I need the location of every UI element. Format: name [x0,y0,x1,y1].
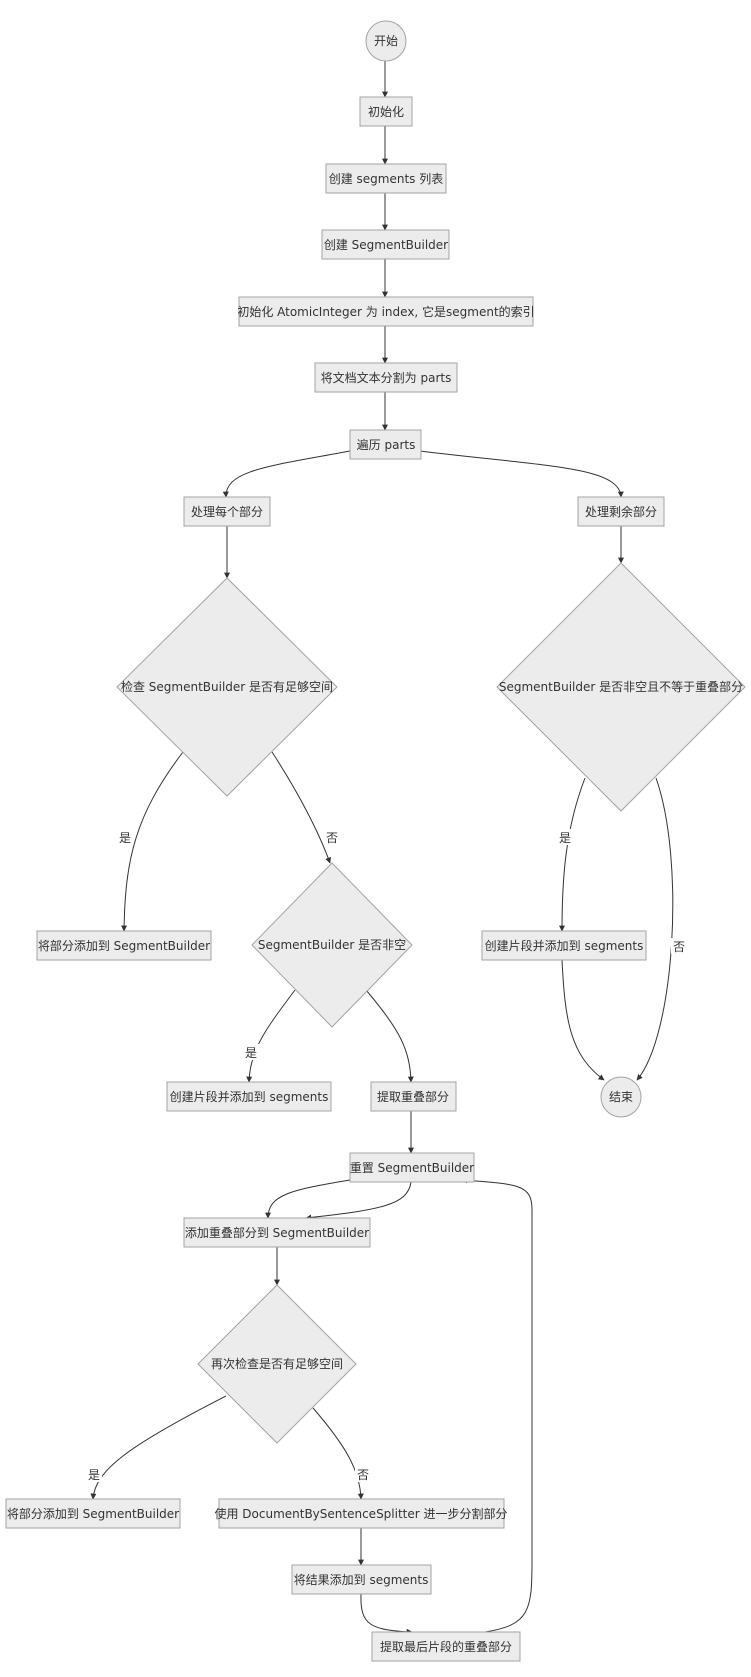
reset-builder-label: 重置 SegmentBuilder [350,1161,474,1175]
process-each-node: 处理每个部分 [183,496,271,527]
create-builder-node: 创建 SegmentBuilder [321,229,450,260]
add-overlap-node: 添加重叠部分到 SegmentBuilder [183,1217,371,1248]
create-segments-node: 创建 segments 列表 [325,163,447,194]
create-segment-label-left: 创建片段并添加到 segments [170,1089,329,1104]
edge-label-check-yes: 是 [119,831,131,845]
add-part-label-2: 将部分添加到 SegmentBuilder [7,1506,179,1521]
create-segment-label-right: 创建片段并添加到 segments [485,938,644,953]
builder-not-empty-diamond: SegmentBuilder 是否非空 [251,862,413,1028]
edges [90,60,674,1635]
edge-recheck-yes-add [90,1395,227,1500]
create-builder-label: 创建 SegmentBuilder [324,238,448,252]
extract-last-overlap-node: 提取最后片段的重叠部分 [371,1631,521,1662]
init-index-node: 初始化 AtomicInteger 为 index, 它是segment的索引 [237,296,535,327]
edge-label-check2-no: 否 [673,940,685,954]
edge-label-recheck-yes: 是 [88,1468,100,1482]
check-space-diamond: 检查 SegmentBuilder 是否有足够空间 [116,577,338,797]
check-space-label: 检查 SegmentBuilder 是否有足够空间 [121,679,333,694]
add-part-node-1: 将部分添加到 SegmentBuilder [36,930,212,961]
nodes: 开始 初始化 创建 segments 列表 创建 SegmentBuilder … [5,20,746,1662]
extract-overlap-node: 提取重叠部分 [370,1081,457,1112]
edge-add-results-extract-last [360,1593,413,1635]
extract-overlap-label: 提取重叠部分 [377,1089,449,1104]
reset-builder-node: 重置 SegmentBuilder [349,1152,475,1183]
edge-reset-add-overlap-1 [265,1179,351,1219]
use-splitter-node: 使用 DocumentBySentenceSplitter 进一步分割部分 [214,1498,508,1529]
add-overlap-label: 添加重叠部分到 SegmentBuilder [185,1225,369,1240]
extract-last-overlap-label: 提取最后片段的重叠部分 [380,1639,512,1654]
create-segments-label: 创建 segments 列表 [329,172,444,186]
process-remaining-label: 处理剩余部分 [585,504,657,519]
edge-check2-yes-create [559,777,586,932]
add-part-label-1: 将部分添加到 SegmentBuilder [38,938,210,953]
builder-not-empty-label: SegmentBuilder 是否非空 [258,938,406,952]
recheck-space-diamond: 再次检查是否有足够空间 [197,1284,357,1444]
end-label: 结束 [609,1090,633,1104]
edge-iterate-process-remaining [419,450,624,498]
edge-label-check-no: 否 [326,831,338,845]
create-segment-node-right: 创建片段并添加到 segments [481,930,647,961]
edge-label-empty-yes: 是 [245,1046,257,1060]
edge-create-right-end [561,959,605,1081]
edge-iterate-process-each [222,450,351,498]
iterate-parts-label: 遍历 parts [357,438,416,452]
builder-not-empty-not-overlap-diamond: SegmentBuilder 是否非空且不等于重叠部分 [496,562,746,812]
create-segment-node-left: 创建片段并添加到 segments [166,1081,332,1112]
init-label: 初始化 [368,105,404,119]
edge-empty-no-extract [365,989,414,1083]
edge-label-recheck-no: 否 [357,1468,369,1482]
init-node: 初始化 [359,96,413,127]
recheck-space-label: 再次检查是否有足够空间 [211,1356,343,1371]
edge-check-yes-add [121,751,184,932]
edge-check-no-builder-empty [271,751,332,864]
split-parts-node: 将文档文本分割为 parts [314,362,458,393]
builder-not-empty-not-overlap-label: SegmentBuilder 是否非空且不等于重叠部分 [499,679,743,694]
start-label: 开始 [374,34,398,48]
edge-recheck-no-split [312,1407,364,1500]
split-parts-label: 将文档文本分割为 parts [321,370,452,385]
start-node: 开始 [365,20,407,62]
edge-extract-last-reset [461,1177,533,1633]
edge-check2-no-end [636,777,674,1081]
iterate-parts-node: 遍历 parts [349,429,422,460]
process-remaining-node: 处理剩余部分 [577,496,665,527]
add-results-node: 将结果添加到 segments [291,1564,432,1595]
edge-labels: 是 否 是 否 是 是 否 [86,829,687,1482]
edge-label-check2-yes: 是 [559,831,571,845]
add-part-node-2: 将部分添加到 SegmentBuilder [5,1498,181,1529]
process-each-label: 处理每个部分 [191,504,263,519]
edge-reset-add-overlap-2 [305,1181,412,1221]
end-node: 结束 [600,1076,642,1118]
add-results-label: 将结果添加到 segments [294,1573,429,1587]
use-splitter-label: 使用 DocumentBySentenceSplitter 进一步分割部分 [214,1506,507,1521]
init-index-label: 初始化 AtomicInteger 为 index, 它是segment的索引 [237,304,534,319]
edge-empty-yes-create [246,989,296,1083]
